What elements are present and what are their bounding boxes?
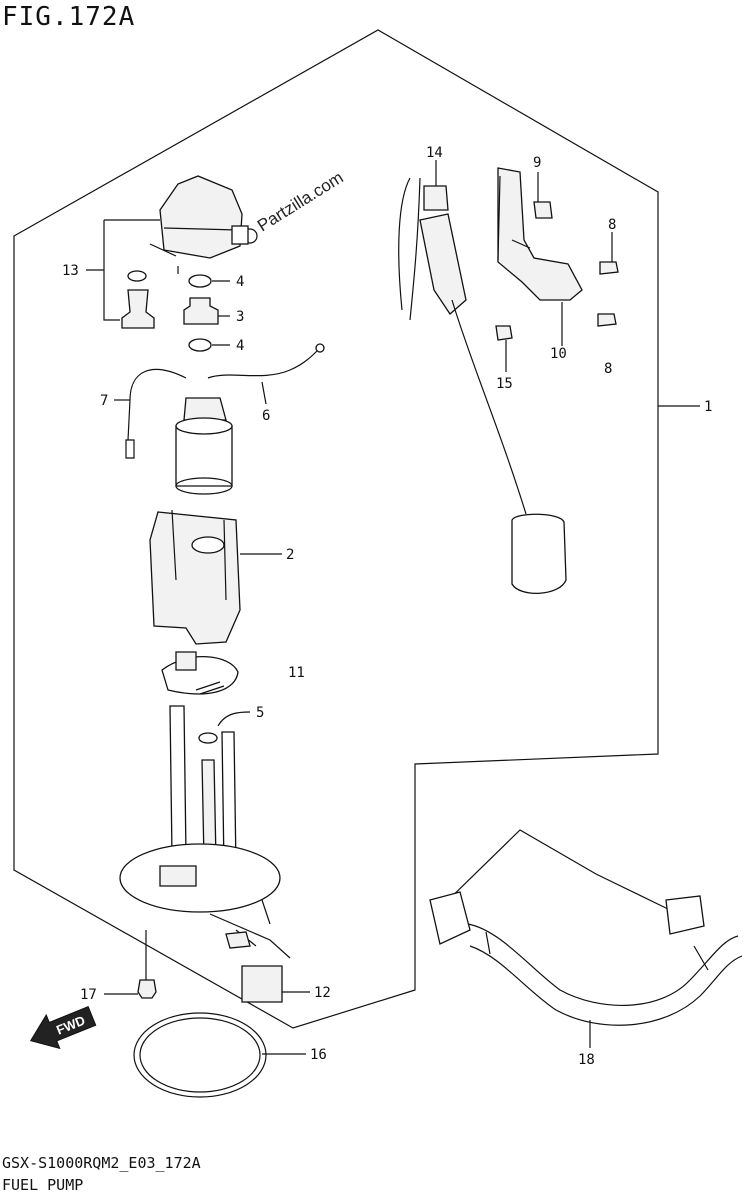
- part-4-oring-bottom: [188, 338, 212, 352]
- part-5-oring: [198, 732, 218, 744]
- part-11-filter: [161, 651, 239, 695]
- leader-17: [104, 930, 147, 995]
- callout-4-top: 4: [236, 274, 244, 290]
- callout-1: 1: [704, 399, 712, 415]
- fuel-pump-diagram: Partzilla.com: [13, 29, 743, 1098]
- part-8-screw-a: [599, 261, 619, 275]
- leader-6: [261, 381, 267, 405]
- part-6-wire: [207, 349, 319, 379]
- part-12-damper: [241, 965, 283, 1003]
- callout-12: 12: [314, 985, 331, 1001]
- pump-base-plate: [119, 705, 291, 959]
- callout-2: 2: [286, 547, 294, 563]
- footer-diagram-code: GSX-S1000RQM2_E03_172A: [2, 1154, 201, 1172]
- callout-13: 13: [62, 263, 79, 279]
- callout-8-top: 8: [608, 217, 616, 233]
- callout-10: 10: [550, 346, 567, 362]
- part-8-screw-b: [597, 313, 617, 327]
- figure-title: FIG.172A: [2, 2, 136, 32]
- callout-16: 16: [310, 1047, 327, 1063]
- part-2-pump-case: [149, 509, 241, 645]
- callout-9: 9: [533, 155, 541, 171]
- part-14-fuel-level-gauge: [398, 177, 567, 595]
- part-9-clip: [533, 201, 553, 219]
- callout-7: 7: [100, 393, 108, 409]
- assembly-outline: [13, 29, 659, 1029]
- footer-diagram-name: FUEL PUMP: [2, 1176, 84, 1194]
- callout-11: 11: [288, 665, 305, 681]
- leader-5: [217, 711, 251, 727]
- part-17-bolt: [137, 979, 157, 999]
- part-7-wire: [125, 368, 187, 459]
- callout-3: 3: [236, 309, 244, 325]
- part-18-fuel-hose: [429, 829, 743, 1026]
- callout-15: 15: [496, 376, 513, 392]
- part-16-gasket: [133, 1012, 267, 1098]
- fuel-pump-motor: [175, 397, 233, 495]
- part-10-bracket: [497, 167, 583, 301]
- part-4-oring-top: [188, 274, 212, 288]
- watermark: Partzilla.com: [254, 168, 347, 236]
- part-15-screw: [495, 325, 513, 341]
- part-3-connector: [183, 297, 219, 325]
- callout-6: 6: [262, 408, 270, 424]
- fwd-arrow-icon: FWD: [29, 1006, 97, 1050]
- callout-8-bottom: 8: [604, 361, 612, 377]
- callout-17: 17: [80, 987, 97, 1003]
- callout-14: 14: [426, 145, 443, 161]
- callout-4-bottom: 4: [236, 338, 244, 354]
- callout-5: 5: [256, 705, 264, 721]
- part-13-regulator: [86, 175, 249, 329]
- callout-18: 18: [578, 1052, 595, 1068]
